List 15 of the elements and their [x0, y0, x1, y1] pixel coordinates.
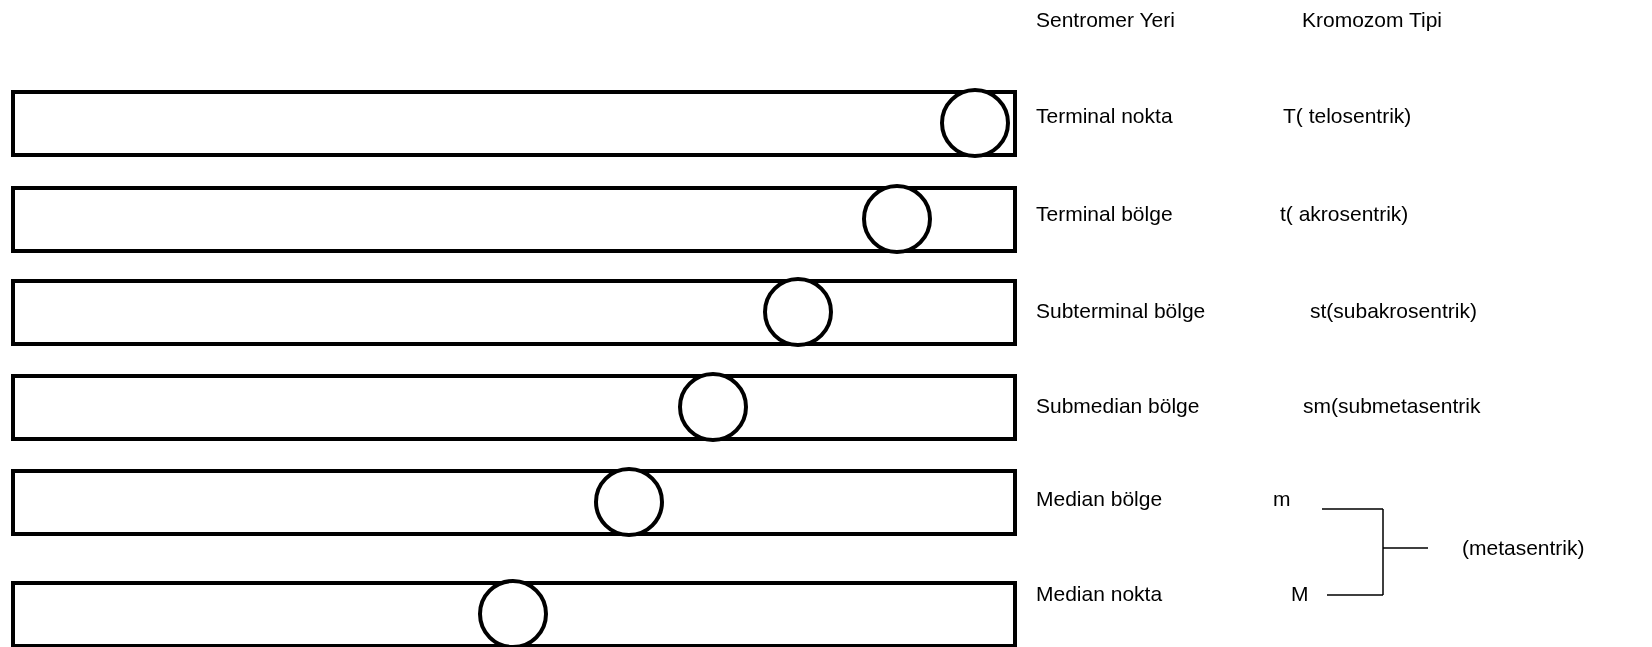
chromosome-type-label: M: [1291, 582, 1309, 606]
chromosome-type-label: t( akrosentrik): [1280, 202, 1409, 226]
centromere-position-label: Median nokta: [1036, 582, 1163, 606]
chromosome-type-label: m: [1273, 487, 1291, 511]
chromosome-type-label: (metasentrik): [1462, 536, 1585, 560]
centromere-position-label: Median bölge: [1036, 487, 1163, 511]
chromosome-type-label: sm(submetasentrik: [1303, 394, 1481, 418]
chromosome-type-label: st(subakrosentrik): [1310, 299, 1477, 323]
centromere-position-label: Submedian bölge: [1036, 394, 1200, 418]
centromere-position-label: Terminal bölge: [1036, 202, 1173, 226]
centromere-position-label: Terminal nokta: [1036, 104, 1173, 128]
column-header: Kromozom Tipi: [1302, 8, 1443, 32]
chromosome-type-label: T( telosentrik): [1283, 104, 1412, 128]
column-header: Sentromer Yeri: [1036, 8, 1175, 32]
centromere-position-label: Subterminal bölge: [1036, 299, 1206, 323]
